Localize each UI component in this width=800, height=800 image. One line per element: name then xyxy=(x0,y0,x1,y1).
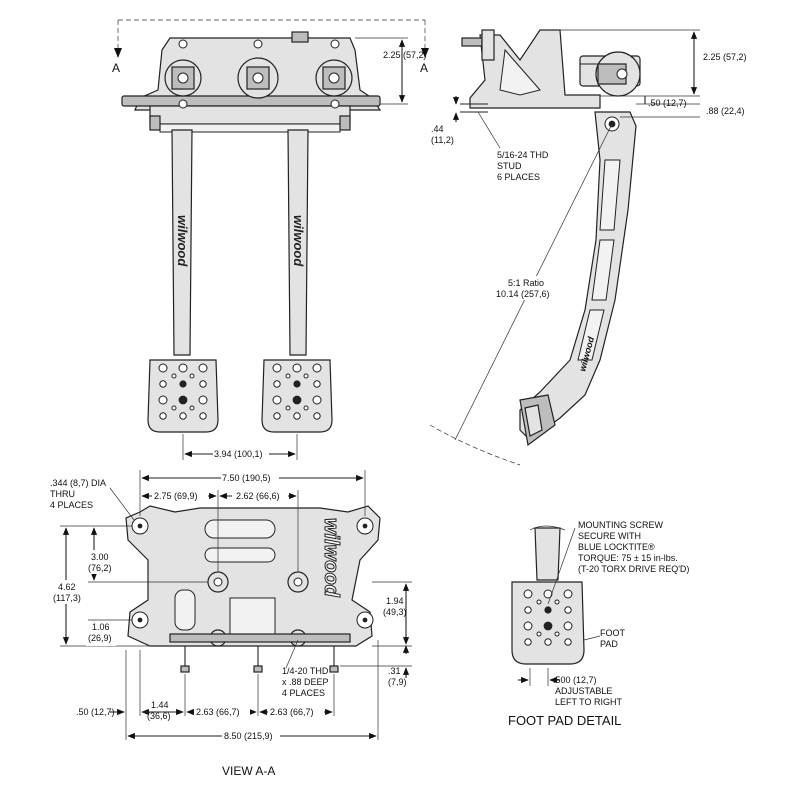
pad-screw xyxy=(554,631,560,637)
pad-hole xyxy=(524,638,532,646)
pad-screw xyxy=(536,631,542,637)
dim-106: 1.06 (26,9) xyxy=(88,622,112,643)
front-view: A A wilwood wilwood xyxy=(112,19,429,460)
pad-hole xyxy=(292,395,302,405)
dim-031: .31 (7,9) xyxy=(388,666,407,687)
pad-hole xyxy=(543,589,553,599)
pad-screw xyxy=(171,373,177,379)
dim-pad-spacing: 3.94 (100,1) xyxy=(214,449,263,459)
pad-hole xyxy=(198,395,208,405)
dim-side-height: 2.25 (57,2) xyxy=(703,52,747,62)
pad-hole xyxy=(312,363,322,373)
dim-300: 3.00 (76,2) xyxy=(88,552,112,573)
dim-144: 1.44 (36,6) xyxy=(147,700,171,721)
pad-hole xyxy=(293,380,301,388)
section-marker-right: A xyxy=(420,61,428,75)
pad-hole xyxy=(564,606,572,614)
pad-hole xyxy=(313,380,321,388)
dim-050: .50 (12,7) xyxy=(76,707,115,717)
pad-hole xyxy=(272,395,282,405)
pad-hole xyxy=(179,380,187,388)
dim-275: 2.75 (69,9) xyxy=(154,491,198,501)
adjust-note: .500 (12,7) ADJUSTABLE LEFT TO RIGHT xyxy=(553,675,623,707)
dim-462: 4.62 (117,3) xyxy=(53,582,81,603)
pad-hole xyxy=(543,621,553,631)
pad-hole xyxy=(272,363,282,373)
front-pad-left xyxy=(147,359,219,433)
dim-263-a: 2.63 (66,7) xyxy=(196,707,240,717)
thread-note: 1/4-20 THD x .88 DEEP 4 PLACES xyxy=(282,666,331,698)
ratio-label: 5:1 Ratio 10.14 (257,6) xyxy=(496,278,550,299)
pad-hole xyxy=(273,412,281,420)
pad-hole xyxy=(198,363,208,373)
view-label: VIEW A-A xyxy=(222,764,275,778)
pad-hole xyxy=(523,589,533,599)
dim-side-stud-offset: .44 (11,2) xyxy=(431,124,454,145)
pad-hole xyxy=(564,638,572,646)
pad-screw xyxy=(285,373,291,379)
front-pad-right xyxy=(261,359,333,433)
pad-screw xyxy=(171,405,177,411)
pad-screw xyxy=(285,405,291,411)
hole-dia-note: .344 (8,7) DIA THRU 4 PLACES xyxy=(50,478,108,510)
pad-hole xyxy=(158,363,168,373)
pad-hole xyxy=(293,412,301,420)
foot-pad-detail: MOUNTING SCREW SECURE WITH BLUE LOCKTITE… xyxy=(508,520,689,728)
pad-hole xyxy=(199,380,207,388)
arm-brand-right: wilwood xyxy=(291,215,306,267)
stud-note: 5/16-24 THD STUD 6 PLACES xyxy=(497,150,551,182)
pad-hole xyxy=(159,412,167,420)
plate-brand: wilwood xyxy=(320,518,342,598)
section-marker-left: A xyxy=(112,61,120,75)
dim-side-offset-a: .50 (12,7) xyxy=(648,98,687,108)
pad-hole xyxy=(544,638,552,646)
pad-hole xyxy=(313,412,321,420)
side-view: wilwood 2.25 (57,2) .50 (12,7) .88 (22,4… xyxy=(429,29,747,466)
dim-262: 2.62 (66,6) xyxy=(236,491,280,501)
pad-hole xyxy=(563,621,573,631)
pad-hole xyxy=(179,412,187,420)
dim-width-bottom: 8.50 (215,9) xyxy=(224,731,273,741)
pad-hole xyxy=(158,395,168,405)
pad-hole xyxy=(178,395,188,405)
view-a-a: wilwood 7.50 (190,5) 2.75 (69,9) 2.62 (6… xyxy=(50,470,412,778)
pad-hole xyxy=(159,380,167,388)
pad-hole xyxy=(178,363,188,373)
pad-hole xyxy=(544,606,552,614)
dim-front-height: 2.25 (57,2) xyxy=(383,50,427,60)
pad-hole xyxy=(199,412,207,420)
foot-pad-label: FOOT PAD xyxy=(600,628,627,649)
pad-hole xyxy=(292,363,302,373)
screw-note: MOUNTING SCREW SECURE WITH BLUE LOCKTITE… xyxy=(578,520,689,574)
pad-screw xyxy=(189,373,195,379)
pad-screw xyxy=(189,405,195,411)
pad-screw xyxy=(303,405,309,411)
pad-hole xyxy=(523,621,533,631)
pad-hole xyxy=(312,395,322,405)
pad-screw xyxy=(536,599,542,605)
pad-hole xyxy=(524,606,532,614)
foot-pad-detail-label: FOOT PAD DETAIL xyxy=(508,713,621,728)
dim-side-offset-b: .88 (22,4) xyxy=(706,106,745,116)
pad-hole xyxy=(563,589,573,599)
arm-brand-left: wilwood xyxy=(175,215,190,267)
dim-263-b: 2.63 (66,7) xyxy=(270,707,314,717)
pad-hole xyxy=(273,380,281,388)
dim-194: 1.94 (49,3) xyxy=(383,596,407,617)
pad-screw xyxy=(303,373,309,379)
pad-screw xyxy=(554,599,560,605)
dim-width-top: 7.50 (190,5) xyxy=(222,473,271,483)
